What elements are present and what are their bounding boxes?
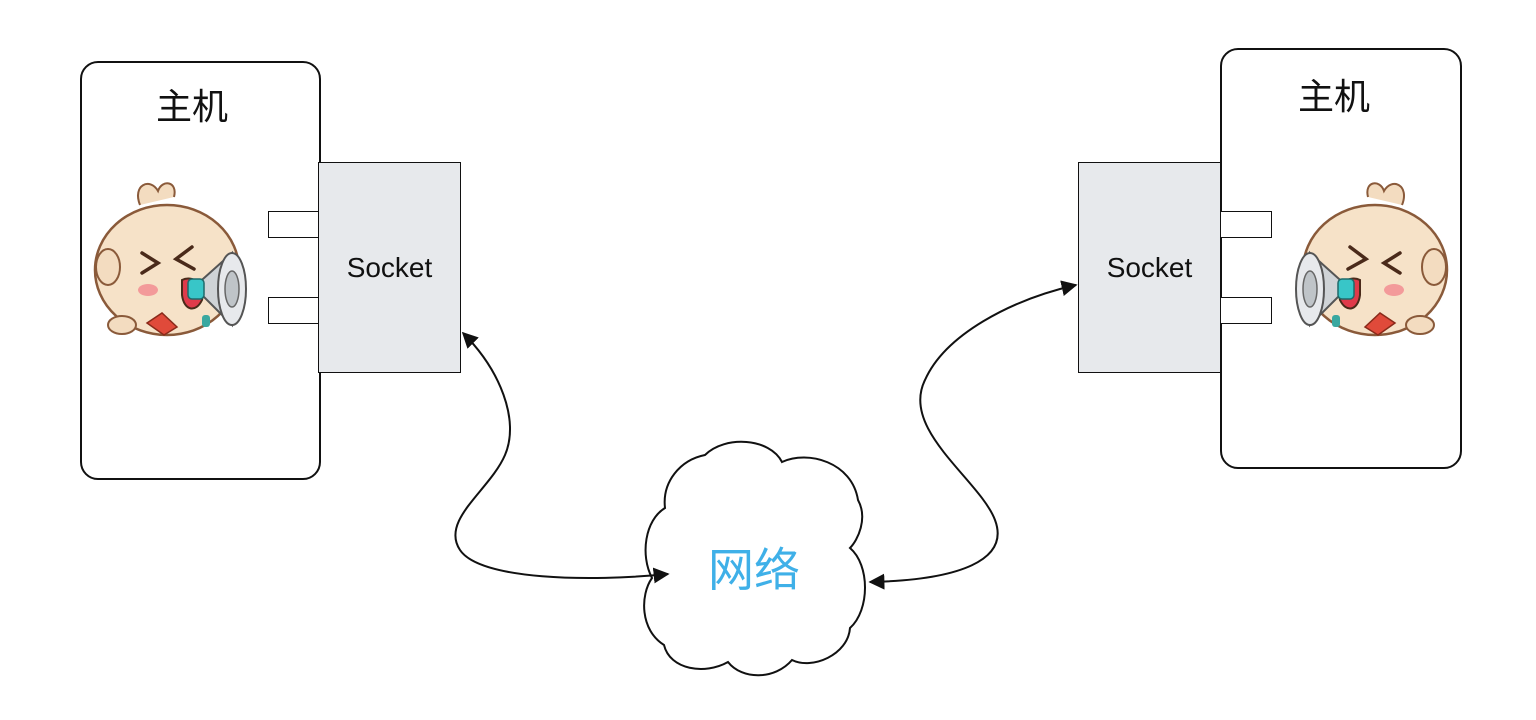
right-port-top	[1220, 211, 1272, 238]
right-socket: Socket	[1078, 162, 1221, 373]
left-host-title: 主机	[156, 87, 229, 128]
left-connection-arrow	[454, 331, 670, 584]
network-label: 网络	[708, 543, 800, 597]
right-shouting-mascot-icon	[1295, 182, 1449, 337]
left-socket: Socket	[318, 162, 461, 373]
right-host-title: 主机	[1298, 77, 1371, 118]
left-port-bottom	[268, 297, 319, 324]
right-port-bottom	[1220, 297, 1272, 324]
right-connection-arrow	[868, 280, 1078, 590]
left-port-top	[268, 211, 319, 238]
right-socket-label: Socket	[1106, 251, 1193, 283]
left-socket-label: Socket	[346, 251, 433, 283]
left-shouting-mascot-icon	[93, 182, 247, 337]
